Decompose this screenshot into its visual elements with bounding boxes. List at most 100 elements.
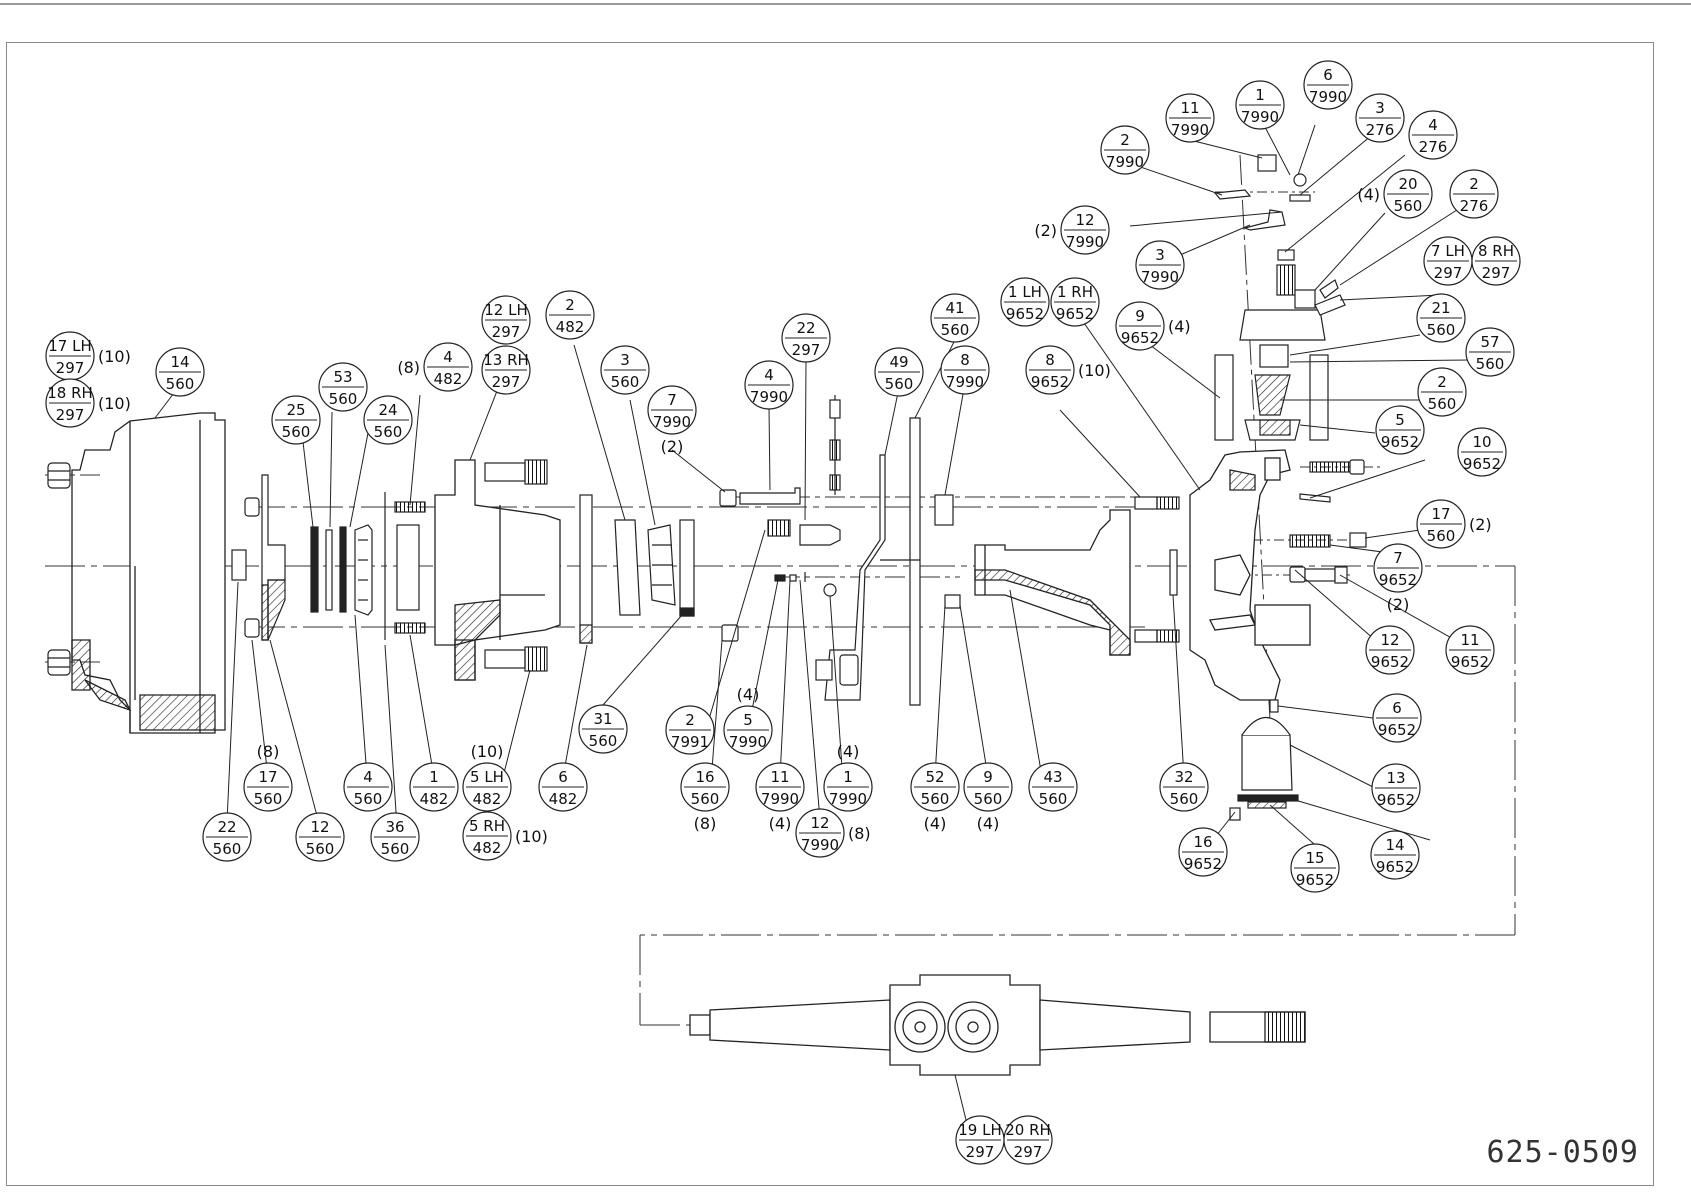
callout-reference-number: 7990: [801, 836, 839, 854]
callout-item-number: 12 LH: [484, 301, 528, 319]
callout-item-number: 12: [1380, 631, 1399, 649]
callout-item-number: 3: [1155, 246, 1165, 264]
steering-knuckle: [1189, 449, 1311, 701]
callout-reference-number: 560: [589, 732, 618, 750]
callout-item-number: 8: [960, 351, 970, 369]
callout-item-number: 15: [1305, 849, 1324, 867]
callout-reference-number: 9652: [1463, 455, 1501, 473]
callout-item-number: 4: [363, 768, 373, 786]
callout-reference-number: 560: [611, 373, 640, 391]
callout-item-number: 24: [378, 401, 397, 419]
callout-reference-number: 482: [556, 318, 585, 336]
callout-reference-number: 482: [473, 790, 502, 808]
callout-reference-number: 9652: [1121, 329, 1159, 347]
callout-item-number: 2: [1437, 373, 1447, 391]
callout-reference-number: 560: [254, 790, 283, 808]
callout-reference-number: 9652: [1056, 305, 1094, 323]
callout-item-number: 36: [385, 818, 404, 836]
callout-item-number: 5: [743, 711, 753, 729]
callout-quantity: (2): [661, 437, 684, 456]
callout-item-number: 13 RH: [483, 351, 529, 369]
callout-reference-number: 297: [1014, 1143, 1043, 1161]
callout-item-number: 1 RH: [1057, 283, 1093, 301]
callout-quantity: (4): [769, 814, 792, 833]
callout-item-number: 57: [1480, 333, 1499, 351]
brake-linkage: [719, 395, 841, 642]
callout-reference-number: 560: [1428, 395, 1457, 413]
callout-reference-number: 7990: [729, 733, 767, 751]
callout-reference-number: 297: [792, 341, 821, 359]
callout-reference-number: 297: [492, 323, 521, 341]
callout-item-number: 2: [565, 296, 575, 314]
callout-quantity: (8): [848, 824, 871, 843]
drawing-border: [6, 42, 1654, 1186]
callout-item-number: 5 LH: [470, 768, 504, 786]
callout-item-number: 12: [810, 814, 829, 832]
callout-item-number: 6: [558, 768, 568, 786]
callout-item-number: 4: [443, 348, 453, 366]
callout-item-number: 1 LH: [1008, 283, 1042, 301]
callout-reference-number: 297: [56, 359, 85, 377]
callout-item-number: 31: [593, 710, 612, 728]
bearings: [579, 494, 695, 644]
callout-reference-number: 560: [282, 423, 311, 441]
callout-item-number: 4: [1428, 116, 1438, 134]
callout-reference-number: 482: [420, 790, 449, 808]
callout-reference-number: 9652: [1377, 791, 1415, 809]
callout-c8: 12 LH 297: [481, 295, 531, 345]
callout-reference-number: 9652: [1296, 871, 1334, 889]
callout-item-number: 5 RH: [469, 817, 505, 835]
callout-item-number: 9: [983, 768, 993, 786]
callout-item-number: 17 LH: [48, 337, 92, 355]
callout-item-number: 1: [843, 768, 853, 786]
callout-reference-number: 297: [966, 1143, 995, 1161]
callout-reference-number: 560: [381, 840, 410, 858]
callout-reference-number: 560: [1427, 321, 1456, 339]
callout-item-number: 4: [764, 366, 774, 384]
callout-item-number: 2: [1469, 175, 1479, 193]
callout-item-number: 52: [925, 768, 944, 786]
callout-reference-number: 560: [329, 390, 358, 408]
callout-item-number: 1: [1255, 86, 1265, 104]
callout-quantity: (2): [1469, 515, 1492, 534]
callout-quantity: (4): [924, 814, 947, 833]
callout-item-number: 8 RH: [1478, 242, 1514, 260]
callout-item-number: 22: [796, 319, 815, 337]
callout-item-number: 17: [1431, 505, 1450, 523]
callout-reference-number: 7990: [1066, 233, 1104, 251]
kingpin-upper: [1214, 309, 1329, 441]
callout-reference-number: 297: [1434, 264, 1463, 282]
